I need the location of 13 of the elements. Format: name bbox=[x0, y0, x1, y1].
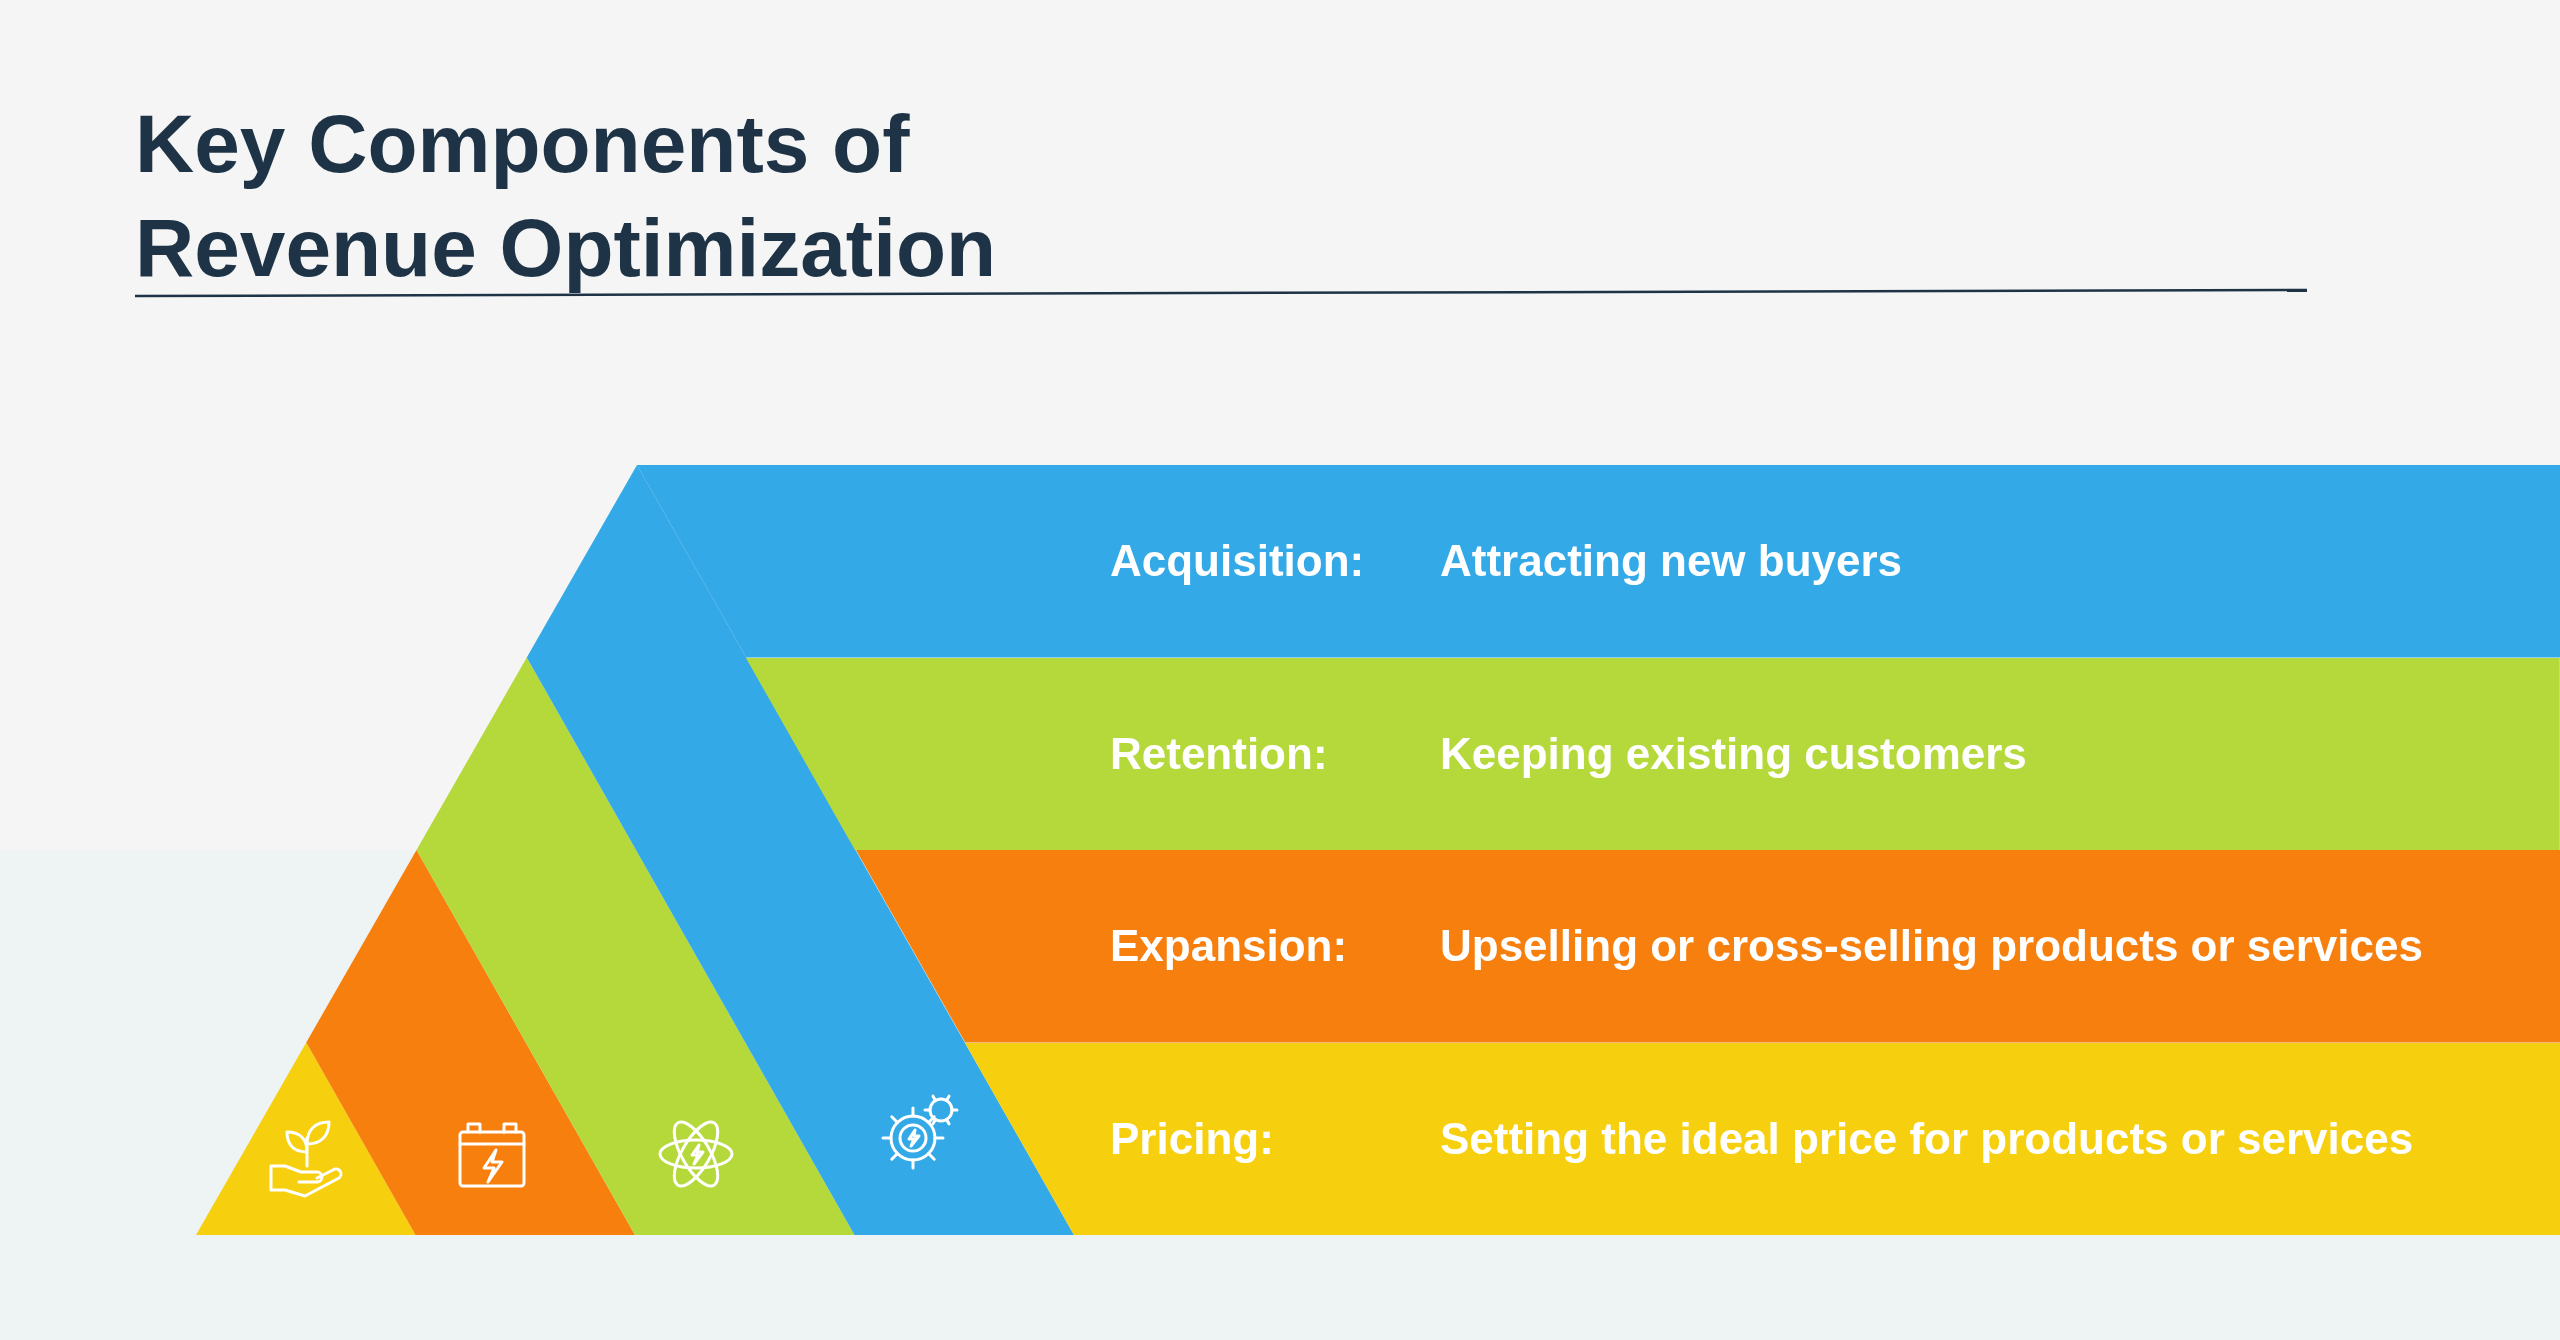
band-description: Setting the ideal price for products or services bbox=[1440, 1112, 2414, 1165]
band-description: Upselling or cross-selling products or services bbox=[1440, 920, 2423, 973]
pyramid-band bbox=[637, 465, 2560, 658]
band-label: Pricing: bbox=[1110, 1112, 1274, 1165]
band-label: Acquisition: bbox=[1110, 535, 1365, 588]
band-description: Attracting new buyers bbox=[1440, 535, 1903, 588]
pyramid-band bbox=[746, 657, 2560, 850]
band-label: Retention: bbox=[1110, 727, 1328, 780]
band-description: Keeping existing customers bbox=[1440, 727, 2027, 780]
pyramid-band bbox=[964, 1042, 2560, 1235]
pyramid-band bbox=[855, 850, 2560, 1043]
title: Key Components of Revenue Optimization bbox=[135, 97, 998, 295]
band-label: Expansion: bbox=[1110, 920, 1348, 973]
